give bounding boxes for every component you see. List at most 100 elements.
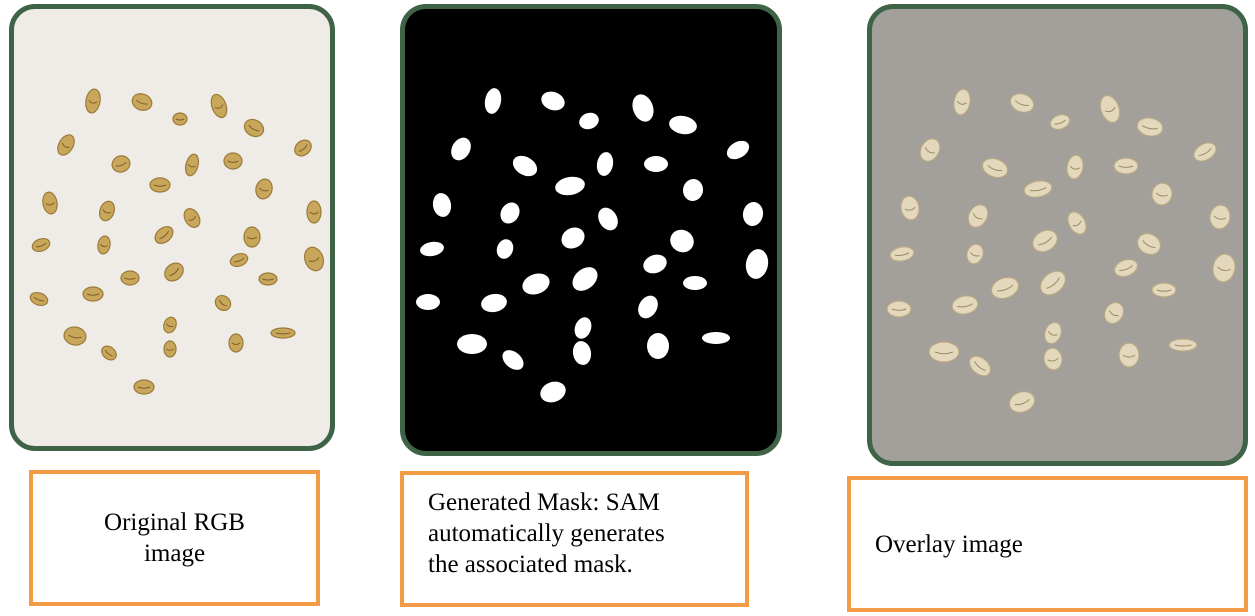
bean-object (889, 246, 915, 262)
bean-object (1212, 253, 1236, 283)
bean-object (1113, 157, 1139, 175)
bean-object (1008, 391, 1036, 413)
bean-object (574, 317, 592, 339)
bean-object (1023, 180, 1053, 198)
bean-object (243, 226, 261, 248)
bean-object (82, 286, 104, 302)
bean-object (183, 208, 201, 228)
bean-object (541, 91, 565, 111)
bean-object (596, 152, 614, 176)
bean-object (163, 316, 177, 334)
bean-object (63, 326, 87, 346)
bean-object (1118, 342, 1140, 368)
bean-object (98, 200, 116, 222)
bean-object (579, 112, 599, 130)
bean-object (42, 191, 58, 215)
bean-object (968, 355, 992, 377)
bean-object (670, 229, 694, 253)
bean-object (31, 237, 51, 253)
bean-object (1113, 258, 1139, 278)
caption-overlay: Overlay image (847, 476, 1248, 612)
bean-object (258, 272, 278, 286)
bean-object (1067, 211, 1087, 235)
bean-object (303, 246, 325, 272)
bean-object (632, 94, 654, 122)
bean-object (919, 138, 941, 162)
bean-object (457, 334, 487, 354)
bean-object (981, 157, 1009, 179)
bean-object (306, 200, 322, 224)
bean-object (502, 350, 524, 370)
bean-object (131, 93, 153, 111)
bean-object (742, 202, 764, 226)
bean-object (1099, 94, 1121, 124)
bean-object (726, 140, 750, 160)
bean-object (669, 115, 697, 135)
bean-object (1151, 282, 1177, 298)
bean-object (451, 137, 471, 161)
bean-object (149, 177, 171, 193)
bean-object (953, 88, 971, 116)
overlay-image (867, 4, 1248, 466)
bean-object (120, 270, 140, 286)
bean-object (164, 262, 184, 282)
bean-object (101, 345, 117, 361)
bean-object (1039, 270, 1067, 296)
bean-object (512, 155, 538, 177)
bean-object (951, 295, 979, 315)
bean-object (644, 156, 668, 172)
bean-object (647, 333, 669, 359)
bean-object (1032, 229, 1058, 253)
original-rgb-image (9, 4, 335, 451)
bean-object (1209, 204, 1231, 230)
bean-object (57, 134, 75, 156)
bean-object (172, 112, 188, 126)
bean-object (886, 300, 912, 318)
bean-object (481, 293, 507, 313)
bean-object (900, 195, 920, 221)
bean-object (572, 341, 592, 365)
bean-object (270, 327, 296, 339)
bean-object (420, 241, 444, 257)
rgb-beans-canvas (29, 88, 325, 395)
bean-object (111, 155, 131, 173)
bean-object (1103, 301, 1125, 325)
bean-object (432, 193, 452, 217)
bean-object (229, 252, 249, 268)
caption-line: Original RGB (104, 509, 245, 536)
bean-object (1009, 92, 1035, 114)
bean-object (1168, 338, 1198, 352)
bean-object (1151, 182, 1173, 206)
bean-object (484, 88, 502, 114)
bean-object (85, 88, 101, 114)
bean-object (154, 226, 174, 244)
bean-object (243, 118, 265, 138)
caption-original-rgb: Original RGB image (29, 470, 320, 606)
bean-object (29, 291, 49, 307)
bean-object (1049, 113, 1071, 131)
bean-object (702, 332, 730, 344)
bean-object (928, 341, 960, 363)
bean-object (643, 254, 667, 274)
bean-object (97, 235, 111, 255)
bean-object (228, 333, 244, 353)
bean-object (967, 204, 989, 228)
caption-line: Generated Mask: SAM (428, 489, 660, 516)
bean-object (416, 294, 440, 310)
bean-object (638, 295, 658, 319)
bean-object (1066, 154, 1084, 180)
bean-object (745, 249, 769, 279)
caption-line: image (143, 540, 206, 567)
generated-mask-image (400, 4, 782, 456)
bean-object (255, 178, 273, 200)
caption-line: the associated mask. (428, 551, 633, 578)
bean-object (990, 276, 1020, 300)
bean-object (540, 381, 566, 403)
bean-object (1043, 347, 1063, 371)
bean-object (572, 267, 598, 291)
bean-object (682, 179, 704, 201)
bean-object (214, 294, 232, 312)
bean-object (1193, 142, 1217, 162)
bean-object (223, 152, 243, 170)
mask-blobs-canvas (416, 88, 769, 403)
